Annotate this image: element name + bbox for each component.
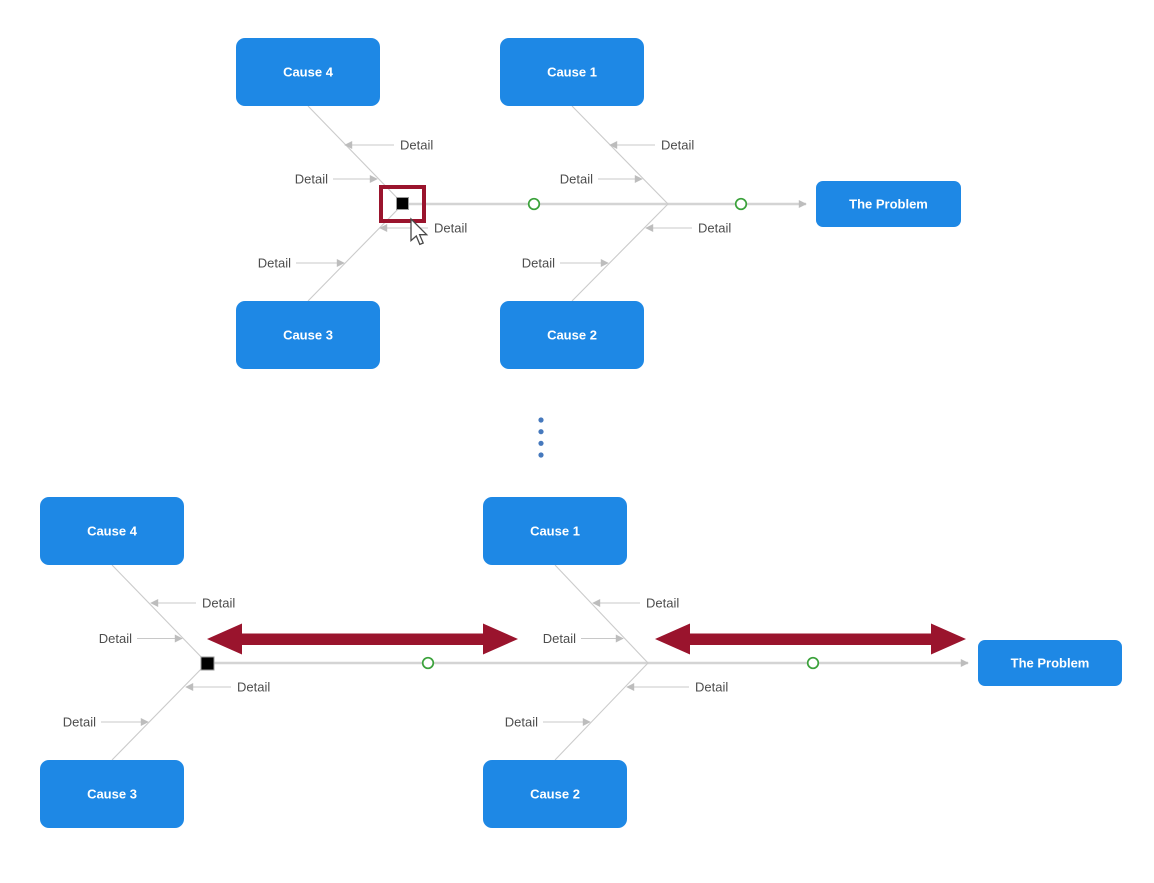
ellipsis-dot — [538, 417, 544, 423]
node-shape[interactable] — [40, 760, 184, 828]
stretch-arrow-right-icon — [655, 623, 966, 655]
node-label: Cause 3 — [87, 787, 137, 802]
detail-label: Detail — [63, 715, 96, 730]
node-cause2[interactable]: Cause 2 — [500, 301, 644, 369]
node-shape[interactable] — [500, 301, 644, 369]
node-label: Cause 3 — [283, 328, 333, 343]
detail-branch: Detail — [645, 221, 731, 236]
ellipsis-dot — [538, 440, 544, 446]
detail-branch: Detail — [522, 256, 609, 271]
node-shape[interactable] — [236, 301, 380, 369]
branch-cause2[interactable] — [554, 662, 649, 761]
mouse-cursor-icon — [410, 217, 429, 246]
detail-label: Detail — [543, 631, 576, 646]
branch-cause1[interactable] — [571, 105, 669, 205]
node-shape[interactable] — [236, 38, 380, 106]
node-problem[interactable]: The Problem — [978, 640, 1122, 686]
red-selection-box — [379, 185, 426, 223]
connector-port[interactable] — [527, 197, 541, 211]
black-square-handle[interactable] — [396, 197, 409, 210]
node-shape[interactable] — [816, 181, 961, 227]
node-label: Cause 2 — [547, 328, 597, 343]
fishbone-before: Detail Detail Detail Detail Detail Detai… — [236, 38, 961, 369]
node-shape[interactable] — [978, 640, 1122, 686]
fishbone-after: Detail Detail Detail Detail Detail Detai… — [40, 497, 1122, 828]
detail-label: Detail — [400, 138, 433, 153]
vertical-ellipsis-icon — [538, 417, 544, 458]
detail-branch: Detail — [185, 680, 270, 695]
detail-branch: Detail — [592, 596, 679, 611]
connector-port[interactable] — [806, 656, 820, 670]
branch-cause4[interactable] — [111, 564, 208, 664]
detail-branch: Detail — [99, 631, 183, 646]
detail-branch: Detail — [626, 680, 728, 695]
node-cause4[interactable]: Cause 4 — [236, 38, 380, 106]
detail-branch: Detail — [609, 138, 694, 153]
node-shape[interactable] — [40, 497, 184, 565]
node-shape[interactable] — [500, 38, 644, 106]
detail-branch: Detail — [258, 256, 345, 271]
detail-branch: Detail — [150, 596, 235, 611]
node-cause3[interactable]: Cause 3 — [236, 301, 380, 369]
node-problem[interactable]: The Problem — [816, 181, 961, 227]
detail-branch: Detail — [560, 172, 643, 187]
branch-cause3[interactable] — [307, 203, 404, 302]
detail-label: Detail — [695, 680, 728, 695]
detail-label: Detail — [99, 631, 132, 646]
detail-label: Detail — [237, 680, 270, 695]
detail-label: Detail — [434, 221, 467, 236]
detail-label: Detail — [560, 172, 593, 187]
node-shape[interactable] — [483, 497, 627, 565]
node-label: Cause 4 — [283, 65, 334, 80]
node-cause1[interactable]: Cause 1 — [483, 497, 627, 565]
node-label: Cause 2 — [530, 787, 580, 802]
detail-branch: Detail — [295, 172, 378, 187]
detail-label: Detail — [698, 221, 731, 236]
detail-label: Detail — [258, 256, 291, 271]
connector-port[interactable] — [734, 197, 748, 211]
branch-cause3[interactable] — [111, 662, 208, 761]
branch-cause4[interactable] — [307, 105, 404, 205]
ellipsis-dot — [538, 452, 544, 458]
branch-cause1[interactable] — [554, 564, 649, 664]
node-cause4[interactable]: Cause 4 — [40, 497, 184, 565]
node-label: Cause 1 — [547, 65, 597, 80]
detail-label: Detail — [646, 596, 679, 611]
detail-branch: Detail — [505, 715, 591, 730]
detail-label: Detail — [661, 138, 694, 153]
detail-label: Detail — [295, 172, 328, 187]
node-cause3[interactable]: Cause 3 — [40, 760, 184, 828]
black-square-handle[interactable] — [200, 656, 215, 671]
detail-branch: Detail — [63, 715, 149, 730]
ellipsis-dot — [538, 429, 544, 435]
branch-cause2[interactable] — [571, 203, 669, 302]
connector-port[interactable] — [421, 656, 435, 670]
node-label: The Problem — [849, 197, 928, 212]
detail-label: Detail — [202, 596, 235, 611]
detail-label: Detail — [522, 256, 555, 271]
detail-branch: Detail — [543, 631, 624, 646]
detail-label: Detail — [505, 715, 538, 730]
node-label: Cause 1 — [530, 524, 580, 539]
node-cause2[interactable]: Cause 2 — [483, 760, 627, 828]
detail-branch: Detail — [344, 138, 433, 153]
node-label: Cause 4 — [87, 524, 138, 539]
node-shape[interactable] — [483, 760, 627, 828]
node-label: The Problem — [1011, 656, 1090, 671]
node-cause1[interactable]: Cause 1 — [500, 38, 644, 106]
stretch-arrow-left-icon — [207, 623, 518, 655]
